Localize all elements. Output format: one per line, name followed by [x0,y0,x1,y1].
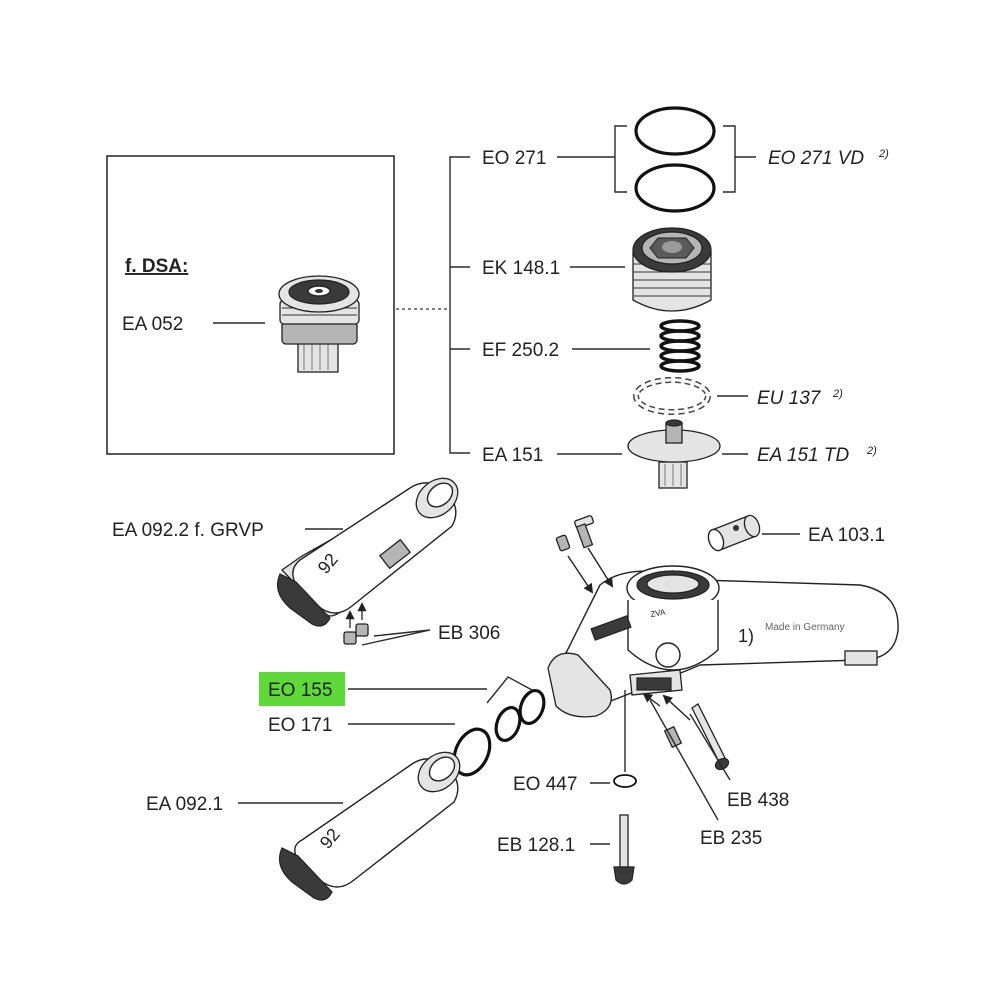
highlight-eo155 [259,672,345,706]
label-eo171: EO 171 [268,715,332,736]
part-eo271-oring-bottom [634,163,716,213]
label-ea1031: EA 103.1 [808,525,885,546]
part-eo155-oring-a [494,705,522,743]
part-eo171-oring [452,727,492,777]
footnote-ea151td: 2) [866,445,877,457]
label-eo447: EO 447 [513,774,577,795]
part-eb306-setscrews [343,602,369,645]
inset-box [106,155,395,455]
label-eu137: EU 137 [757,388,822,409]
part-ea0922-tube: 92 [277,477,459,627]
leader-eb235 [649,699,719,821]
label-eb235: EB 235 [700,828,762,849]
inset-title: f. DSA: [125,256,188,277]
part-eb1281-pin [613,814,635,885]
part-ek1481-nut [632,227,712,312]
label-eb438: EB 438 [727,790,789,811]
footnote-eo271vd: 2) [878,148,889,160]
label-eo155: EO 155 [268,680,332,701]
part-ea1031-cylinder [707,514,761,552]
bracket-eo271-left [614,125,627,193]
bracket-eo155 [486,676,533,704]
bracket-eo271-right [723,125,756,193]
stack-bracket [449,156,470,454]
label-ea151: EA 151 [482,445,543,466]
part-eo155-oring-b [518,688,546,726]
label-ea151td: EA 151 TD [757,445,850,466]
body-made-in-germany: Made in Germany [765,622,844,633]
label-ef2502: EF 250.2 [482,340,559,361]
leader-eb306 [361,629,431,646]
part-ef2502-spring [659,319,701,373]
part-ea052-cartridge [278,275,360,373]
part-eb438-screw [662,694,730,771]
part-eo447-oring [613,774,637,788]
label-eb1281: EB 128.1 [497,835,575,856]
label-ek1481: EK 148.1 [482,258,560,279]
body-stamp-text: ZVA [650,607,667,619]
label-eb306: EB 306 [438,623,500,644]
part-main-valve-body: ZVA Made in Germany 1) [547,565,899,718]
label-eo271: EO 271 [482,148,546,169]
part-body-screws [555,515,614,594]
label-eo271vd: EO 271 VD [768,148,864,169]
label-ea052: EA 052 [122,314,183,335]
part-eb235-setscrew [642,692,683,749]
label-ea0921: EA 092.1 [146,794,223,815]
leader-eb438 [689,713,731,781]
label-ea0922: EA 092.2 f. GRVP [112,520,264,541]
body-note-1: 1) [738,626,754,646]
part-eo271-oring-top [634,106,716,156]
part-ea151-valve [627,419,721,489]
part-ea0921-tube: 92 [279,751,461,901]
footnote-eu137: 2) [832,388,843,400]
